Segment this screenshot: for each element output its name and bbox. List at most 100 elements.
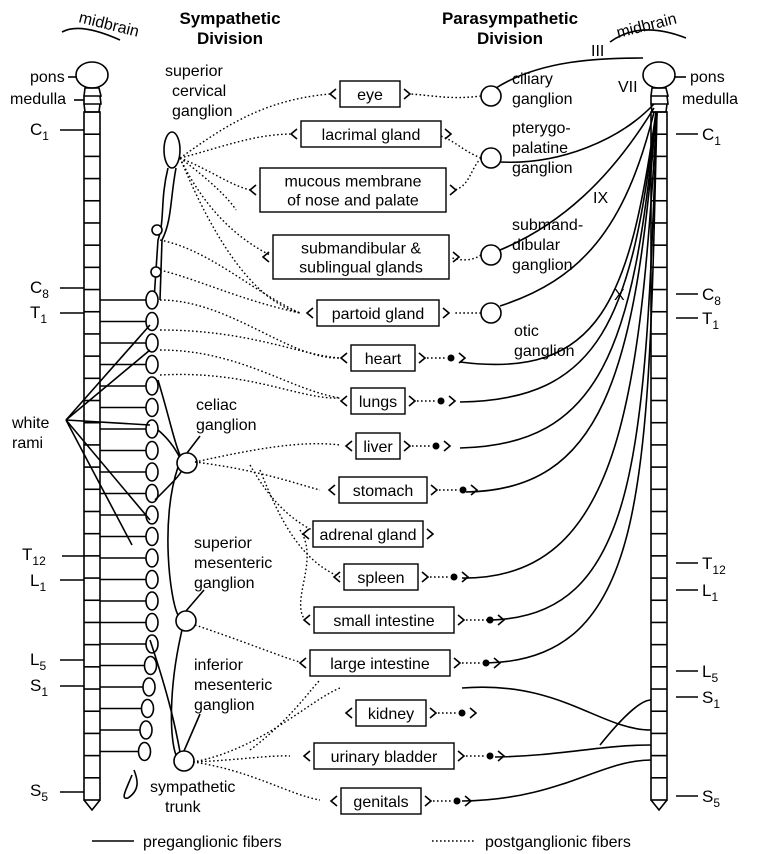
left-c8-label: C8 [30,278,49,301]
sympathetic-trunk-label-1: sympathetic [150,779,235,796]
left-chevron [305,307,314,319]
parasympathetic-header-line1: Parasympathetic [442,9,578,28]
organ-label: urinary bladder [331,749,438,766]
right-segment-labels: C1 C8 T1 T12 L1 L5 S1 S5 [676,125,726,810]
right-l1-label: L1 [702,581,718,604]
chain-ganglion [145,612,159,633]
chain-ganglion [145,569,159,590]
cord-tail [650,799,668,812]
organ-list: eye lacrimal gland mucous membrane of nose … [248,80,506,815]
organ-heart: heart [339,344,467,372]
ciliary-ganglion-label-1: ciliary [512,71,553,88]
terminal-chevron [448,395,457,407]
right-medulla-label: medulla [682,91,738,108]
terminal-ganglion [458,709,466,717]
organ-box [339,80,401,108]
left-brainstem: midbrain pons medulla [10,9,141,113]
sympathetic-header-line1: Sympathetic [179,9,280,28]
pterygopalatine-label-1: pterygo- [512,120,571,137]
terminal-ganglion [437,397,445,405]
right-midbrain-arc [609,29,687,43]
organ-eye: eye [328,80,412,108]
organ-box [316,299,440,327]
organ-box [272,234,450,280]
right-chevron [442,307,451,319]
organ-label: stomach [353,483,413,500]
organ-box [313,742,455,770]
cranial-nerve-iii-label: III [591,43,604,60]
terminal-chevron [470,484,479,496]
left-chevron [248,184,257,196]
left-chevron [301,528,310,540]
organ-box [350,344,416,372]
organ-stomach: stomach [327,476,479,504]
organ-kidney: kidney [344,699,478,727]
legend: preganglionic fibers postganglionic fibe… [92,834,631,851]
cord-outline [650,111,668,801]
organ-label: mucous membrane [285,174,422,191]
left-pons [75,61,109,89]
submandibular-ganglion [480,244,502,266]
right-c8-label: C8 [702,285,721,308]
right-chevron [426,528,435,540]
left-l1-label: L1 [30,571,46,594]
organ-lungs: lungs [339,387,457,415]
superior-cervical-ganglion [163,131,181,169]
left-chevron [261,251,270,263]
superior-cervical-ganglion-label-1: superior [165,63,223,80]
superior-cervical-ganglion-label-2: cervical [172,83,226,100]
organ-spleen: spleen [332,563,470,591]
left-t1-label: T1 [30,303,47,326]
organ-label: small intestine [333,613,434,630]
chain-ganglion [145,354,159,375]
terminal-ganglion [482,659,490,667]
organ-submandibular: submandibular &sublingual glands [261,234,461,280]
left-s1-label: S1 [30,676,48,699]
left-chevron [327,484,336,496]
terminal-ganglion [486,752,494,760]
inferior-mesenteric-ganglion-label-2: mesenteric [194,677,272,694]
chain-coccygeal-end [123,769,138,800]
chain-ganglion [140,698,155,719]
organ-box [312,520,424,548]
right-chevron [453,657,462,669]
terminal-ganglion [450,573,458,581]
right-chevron [418,352,427,364]
right-chevron [444,128,453,140]
inferior-mesenteric-ganglion-label-3: ganglion [194,697,255,714]
organ-lacrimal: lacrimal gland [289,120,453,148]
chain-ganglion [143,655,158,676]
organ-label: partoid gland [332,306,425,323]
celiac-ganglion-label-2: ganglion [196,417,257,434]
left-spinal-cord [83,111,101,812]
celiac-to-sm-connector [167,466,179,616]
organ-box [343,563,419,591]
left-chevron [344,707,353,719]
terminal-ganglion [453,797,461,805]
chain-neck-right [159,167,177,301]
organ-box [340,787,422,815]
left-chevron [302,750,311,762]
white-rami-label-line2: rami [12,435,43,452]
ciliary-ganglion-label-2: ganglion [512,91,573,108]
left-chevron [329,795,338,807]
submandibular-ganglion-label-2: dibular [512,237,561,254]
submandibular-ganglion-label-1: submand- [512,217,583,234]
cord-tail [83,799,101,812]
organ-adrenal: adrenal gland [301,520,435,548]
organ-label: adrenal gland [320,527,417,544]
right-chevron [421,571,430,583]
terminal-chevron [493,657,502,669]
left-chevron [328,88,337,100]
right-chevron [457,614,466,626]
organ-label: of nose and palate [287,193,419,210]
sympathetic-postganglionic-fibers [159,93,341,801]
terminal-chevron [497,614,506,626]
chain-ganglion [145,548,159,568]
organ-genitals: genitals [329,787,473,815]
left-chevron [289,128,298,140]
organ-box [355,432,401,460]
right-chevron [457,750,466,762]
sympathetic-header-line2: Division [197,29,263,48]
